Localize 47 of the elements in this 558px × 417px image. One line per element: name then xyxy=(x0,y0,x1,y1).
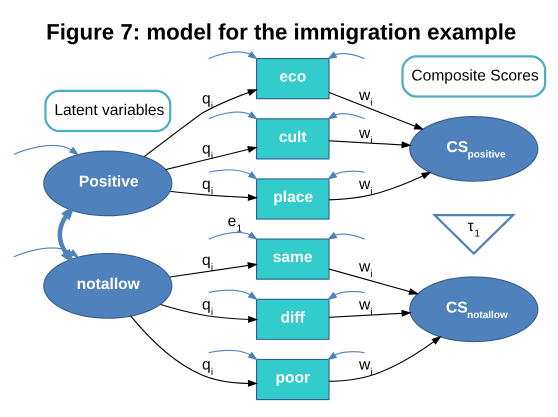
arrow xyxy=(208,349,258,360)
arrow xyxy=(14,144,80,155)
arrow xyxy=(170,190,258,200)
arrow xyxy=(329,140,412,148)
arrow xyxy=(327,170,365,180)
arrow xyxy=(160,303,258,322)
arrow xyxy=(208,168,258,180)
edge-label: q$_{i}$ xyxy=(202,356,214,378)
arrow xyxy=(326,111,365,120)
edge-label: q$_{i}$ xyxy=(202,296,214,318)
arrow xyxy=(329,309,412,318)
node-box: poor xyxy=(256,358,330,400)
arrow xyxy=(14,246,80,264)
node-box: diff xyxy=(256,298,330,340)
arrow xyxy=(327,350,365,360)
arrow xyxy=(326,231,365,240)
edge-label: w$_{i}$ xyxy=(359,356,372,378)
node-box: same xyxy=(256,238,330,280)
node-box: Composite Scores xyxy=(401,54,546,98)
edge-label: w$_{i}$ xyxy=(359,176,372,198)
arrow xyxy=(326,50,365,59)
arrow xyxy=(327,290,365,300)
arrow xyxy=(170,262,258,278)
node-box: eco xyxy=(256,58,330,99)
arrow xyxy=(329,268,420,294)
edge-label: w$_{i}$ xyxy=(359,258,372,280)
node-box: cult xyxy=(256,118,330,159)
arrow xyxy=(166,146,258,170)
arrow xyxy=(130,315,258,386)
edge-label: q$_{i}$ xyxy=(202,176,214,198)
arrow xyxy=(208,231,258,240)
arrow xyxy=(329,92,424,130)
arrow xyxy=(208,110,258,120)
arrow xyxy=(329,335,442,382)
node-ellipse: CS$_{positive}$ xyxy=(409,115,538,182)
node-ellipse: notallow xyxy=(43,252,172,318)
node-ellipse: Positive xyxy=(43,150,172,216)
arrow xyxy=(208,50,258,60)
edge-label: w$_{i}$ xyxy=(359,86,372,108)
arrow xyxy=(144,88,258,156)
node-box: place xyxy=(256,178,330,220)
arrow xyxy=(208,289,258,300)
diagram-title: Figure 7: model for the immigration example xyxy=(46,19,516,44)
edge-label: q$_{i}$ xyxy=(202,251,214,273)
node-box: Latent variables xyxy=(44,89,172,132)
arrow xyxy=(329,171,432,200)
edge-label: e$_{1}$ xyxy=(228,212,242,234)
